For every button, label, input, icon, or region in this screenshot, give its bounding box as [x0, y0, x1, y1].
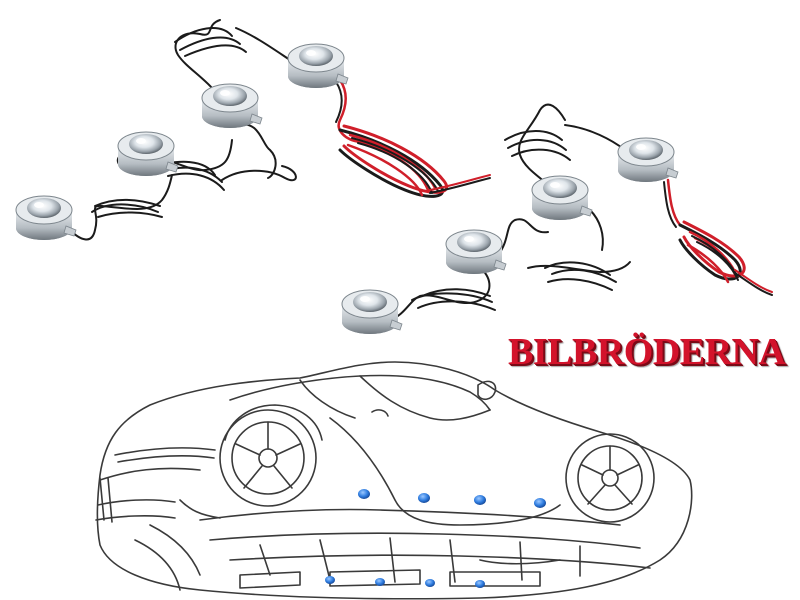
left-kit-wires [69, 19, 311, 241]
car-led-4 [534, 498, 546, 508]
led-module-left-3 [201, 83, 263, 128]
led-module-left-2 [117, 131, 179, 176]
led-module-right-1 [341, 289, 403, 334]
car-led-2 [418, 493, 430, 503]
car-led-3 [474, 495, 486, 505]
right-kit-power-lead [663, 178, 773, 296]
right-kit-wires [389, 103, 631, 321]
led-module-left-1 [15, 195, 77, 240]
car-outline-illustration [95, 361, 693, 600]
car-led-1 [358, 489, 370, 499]
brand-logo: BILBRÖDERNA [508, 331, 786, 373]
led-module-left-4 [287, 43, 349, 88]
car-blue-led-indicators [325, 489, 546, 588]
left-kit-power-lead [335, 78, 491, 198]
led-module-right-3 [531, 175, 593, 220]
led-module-right-4 [617, 137, 679, 182]
led-module-right-2 [445, 229, 507, 274]
